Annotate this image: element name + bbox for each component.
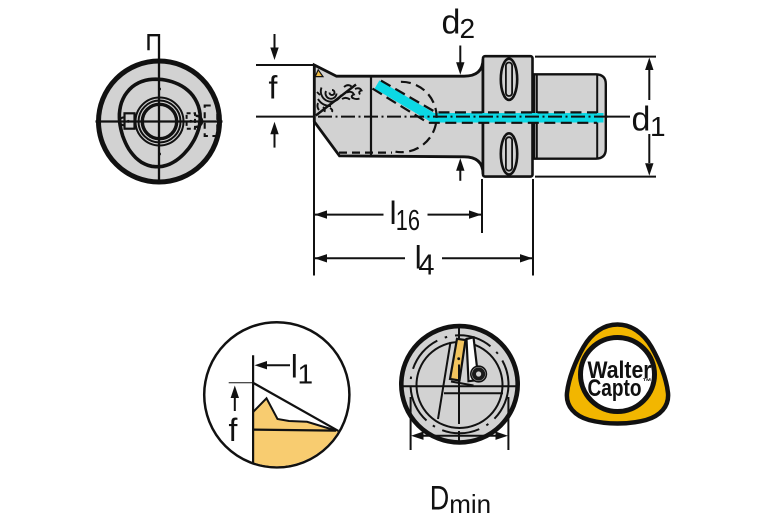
svg-text:d: d	[632, 101, 651, 139]
svg-text:l: l	[291, 349, 298, 385]
svg-text:min: min	[449, 489, 491, 519]
svg-text:Capto: Capto	[588, 375, 642, 402]
svg-text:l: l	[390, 195, 397, 231]
svg-text:1: 1	[650, 111, 666, 142]
svg-text:2: 2	[460, 13, 476, 44]
svg-text:1: 1	[298, 359, 314, 390]
svg-text:16: 16	[396, 205, 420, 237]
svg-text:d: d	[442, 4, 461, 42]
svg-text:4: 4	[418, 250, 434, 282]
svg-text:™: ™	[643, 377, 652, 387]
svg-text:l: l	[415, 240, 422, 276]
svg-text:D: D	[430, 480, 450, 518]
svg-text:f: f	[229, 412, 238, 448]
svg-text:f: f	[269, 70, 278, 106]
svg-text:Walter: Walter	[588, 357, 652, 384]
